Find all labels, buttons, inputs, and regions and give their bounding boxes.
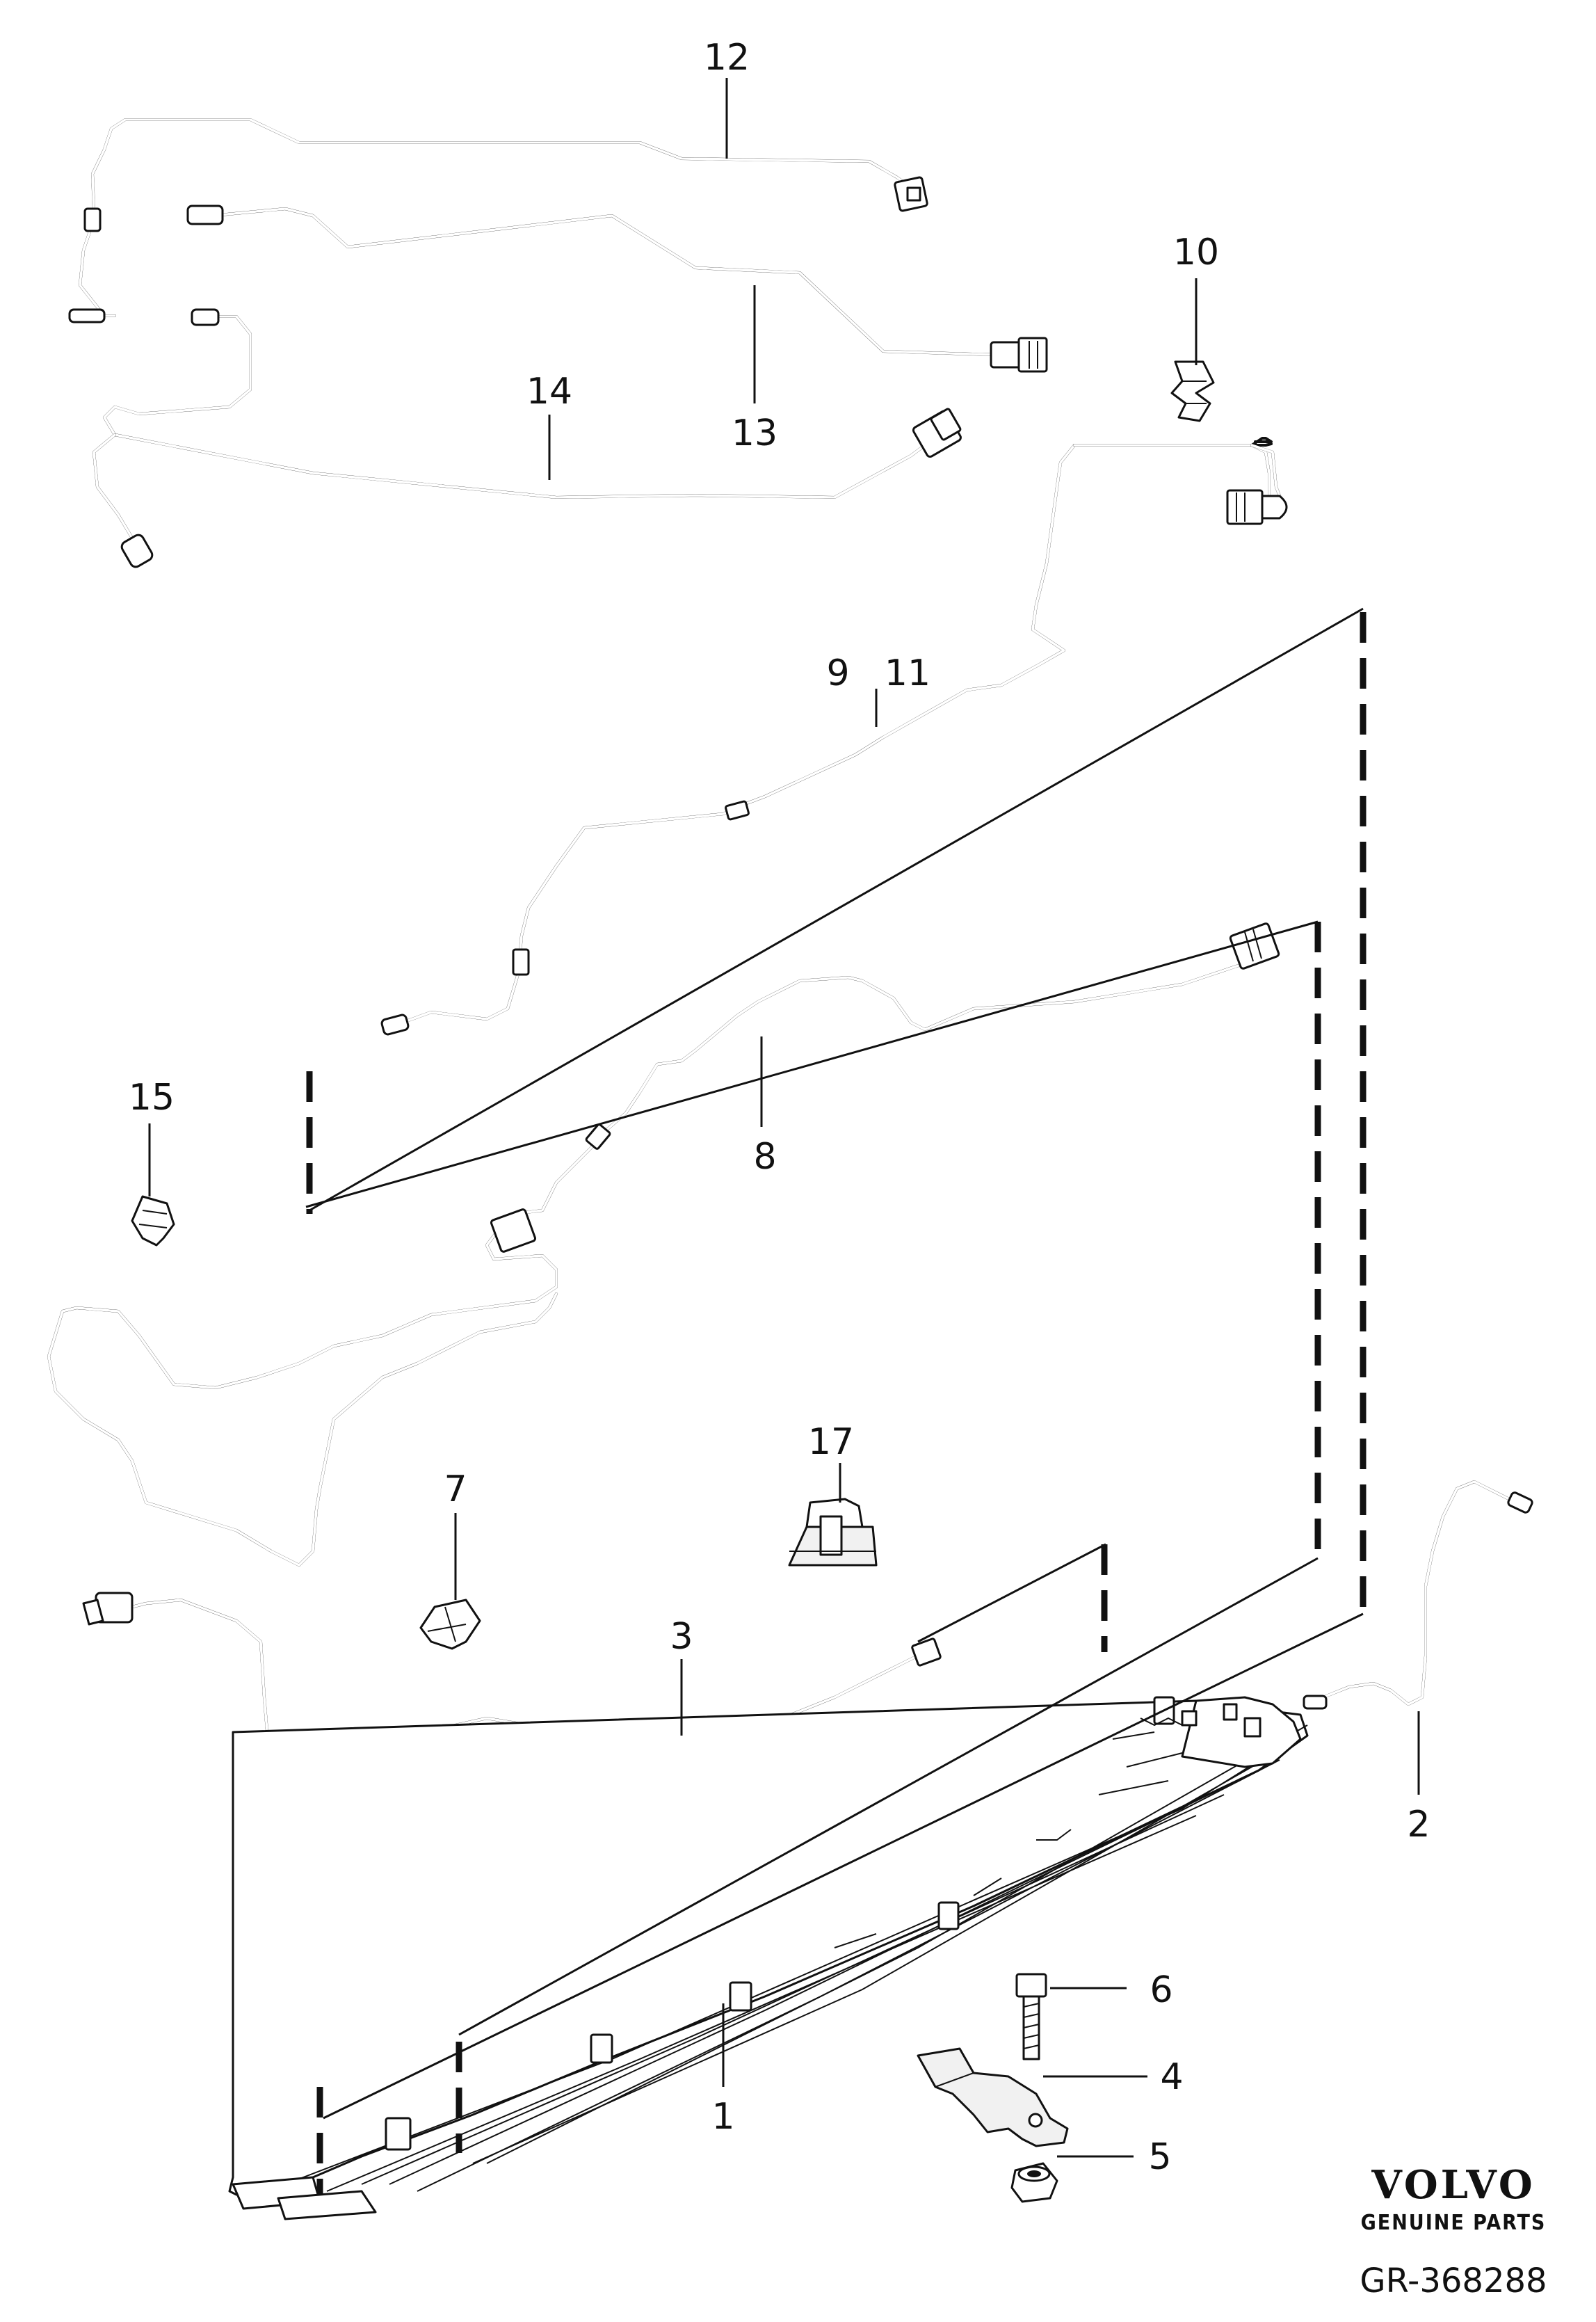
callout-15: 15 xyxy=(129,1077,175,1119)
part-7-clip[interactable] xyxy=(419,1599,481,1650)
part-15-clip[interactable] xyxy=(131,1195,175,1247)
callout-labels: 12 13 14 10 9 11 8 15 7 17 3 2 1 6 4 5 xyxy=(129,37,1430,2178)
part-8-fuel-line[interactable] xyxy=(47,922,1280,1567)
callout-7: 7 xyxy=(444,1468,467,1510)
callout-5: 5 xyxy=(1148,2136,1171,2178)
part-14-fuel-line[interactable] xyxy=(92,308,962,569)
callout-2: 2 xyxy=(1407,1804,1430,1845)
part-12-fuel-line[interactable] xyxy=(68,118,928,323)
callout-14: 14 xyxy=(526,371,572,413)
volvo-logo: VOLVO xyxy=(1371,2162,1535,2208)
reference-code: GR-368288 xyxy=(1360,2261,1547,2300)
callout-1: 1 xyxy=(711,2096,734,2138)
part-4-bracket[interactable] xyxy=(917,2047,1069,2147)
callout-12: 12 xyxy=(704,37,750,79)
part-1-pipe-tray[interactable] xyxy=(228,1696,1309,2220)
callout-10: 10 xyxy=(1173,232,1219,273)
callout-8: 8 xyxy=(753,1136,776,1178)
callout-11: 11 xyxy=(885,652,930,694)
part-9-11-fuel-line[interactable] xyxy=(380,437,1288,1036)
part-17-bracket[interactable] xyxy=(788,1498,878,1567)
part-2-fuel-line[interactable] xyxy=(1303,1480,1533,1710)
callout-13: 13 xyxy=(732,413,777,454)
brand-block: VOLVO GENUINE PARTS GR-368288 xyxy=(1360,2162,1547,2300)
callout-17: 17 xyxy=(808,1421,854,1463)
part-13-fuel-line[interactable] xyxy=(186,205,1048,373)
part-5-nut[interactable] xyxy=(1010,2162,1058,2203)
guide-lines xyxy=(305,607,1367,2195)
genuine-parts-tagline: GENUINE PARTS xyxy=(1361,2211,1547,2235)
part-10-clip[interactable] xyxy=(1170,360,1215,422)
callout-leaders xyxy=(148,78,1420,2158)
callout-6: 6 xyxy=(1150,1969,1172,2011)
part-6-bolt[interactable] xyxy=(1015,1973,1047,2060)
callout-9: 9 xyxy=(826,652,849,694)
callout-3: 3 xyxy=(670,1616,693,1658)
callout-4: 4 xyxy=(1160,2056,1183,2098)
